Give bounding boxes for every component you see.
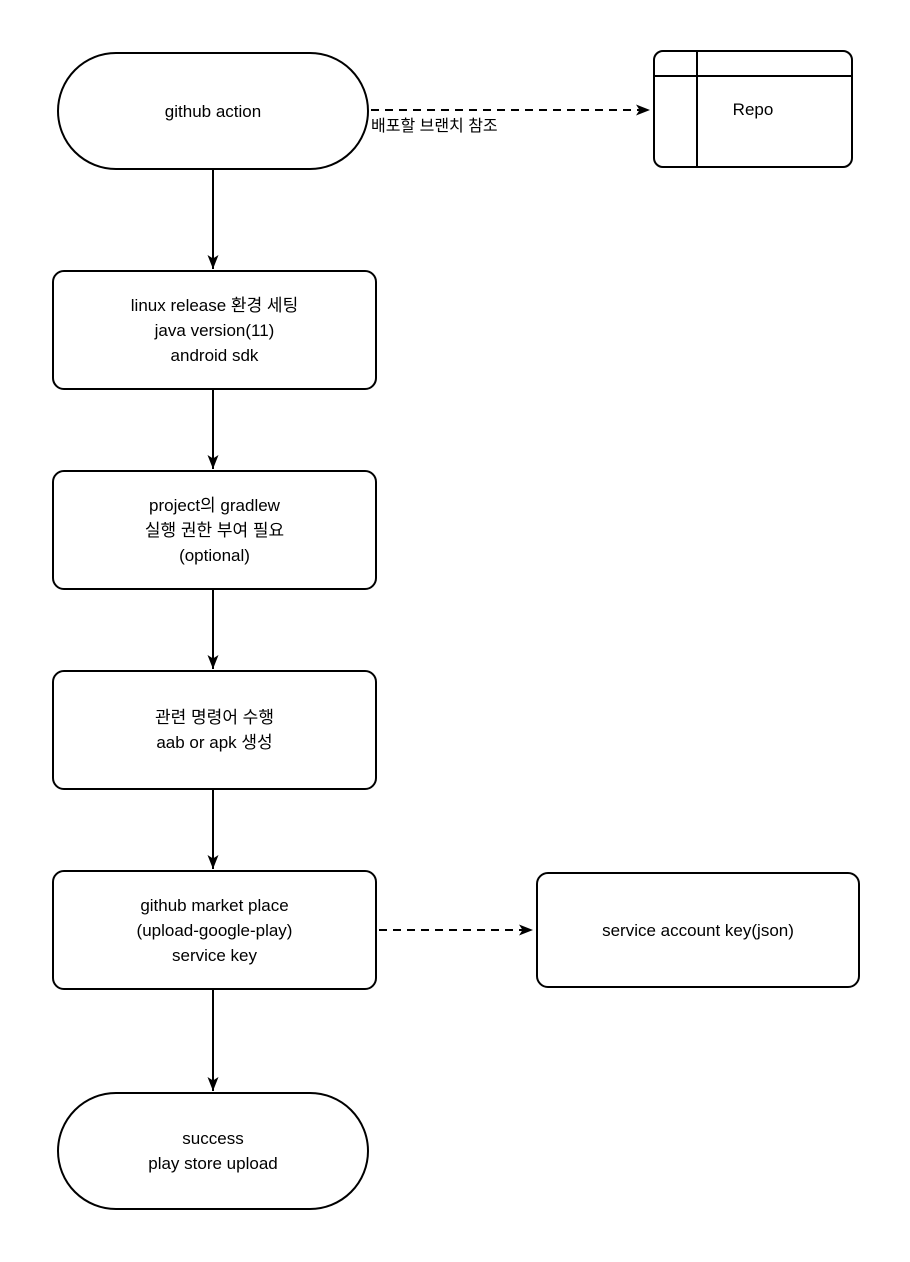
node-service-account-key-label: service account key(json) (602, 920, 794, 940)
node-env-setup-line: java version(11) (154, 320, 275, 340)
node-build-commands-line: aab or apk 생성 (156, 733, 273, 752)
node-success: success play store upload (57, 1092, 369, 1210)
edge-label-branch-reference: 배포할 브랜치 참조 (371, 118, 498, 135)
node-github-marketplace: github market place (upload-google-play)… (52, 870, 377, 990)
node-repo: Repo (653, 50, 853, 168)
node-repo-label: Repo (732, 99, 774, 119)
node-github-action: github action (57, 52, 369, 170)
node-gradlew-permission-line: project의 gradlew (149, 495, 280, 515)
node-service-account-key: service account key(json) (536, 872, 860, 988)
node-success-line: success (182, 1129, 244, 1148)
repo-column-divider (696, 52, 698, 166)
node-success-line: play store upload (148, 1154, 278, 1173)
node-gradlew-permission-line: (optional) (179, 545, 250, 565)
node-build-commands-line: 관련 명령어 수행 (155, 708, 274, 727)
node-env-setup: linux release 환경 세팅 java version(11) and… (52, 270, 377, 390)
node-github-marketplace-line: (upload-google-play) (136, 920, 293, 940)
node-env-setup-line: linux release 환경 세팅 (130, 295, 299, 315)
node-github-action-label: github action (164, 101, 262, 121)
node-env-setup-line: android sdk (170, 345, 259, 365)
node-build-commands: 관련 명령어 수행 aab or apk 생성 (52, 670, 377, 790)
node-gradlew-permission-line: 실행 권한 부여 필요 (144, 520, 285, 540)
node-github-marketplace-line: github market place (140, 895, 289, 915)
repo-row-divider (655, 75, 851, 77)
node-gradlew-permission: project의 gradlew 실행 권한 부여 필요 (optional) (52, 470, 377, 590)
node-github-marketplace-line: service key (171, 945, 258, 965)
